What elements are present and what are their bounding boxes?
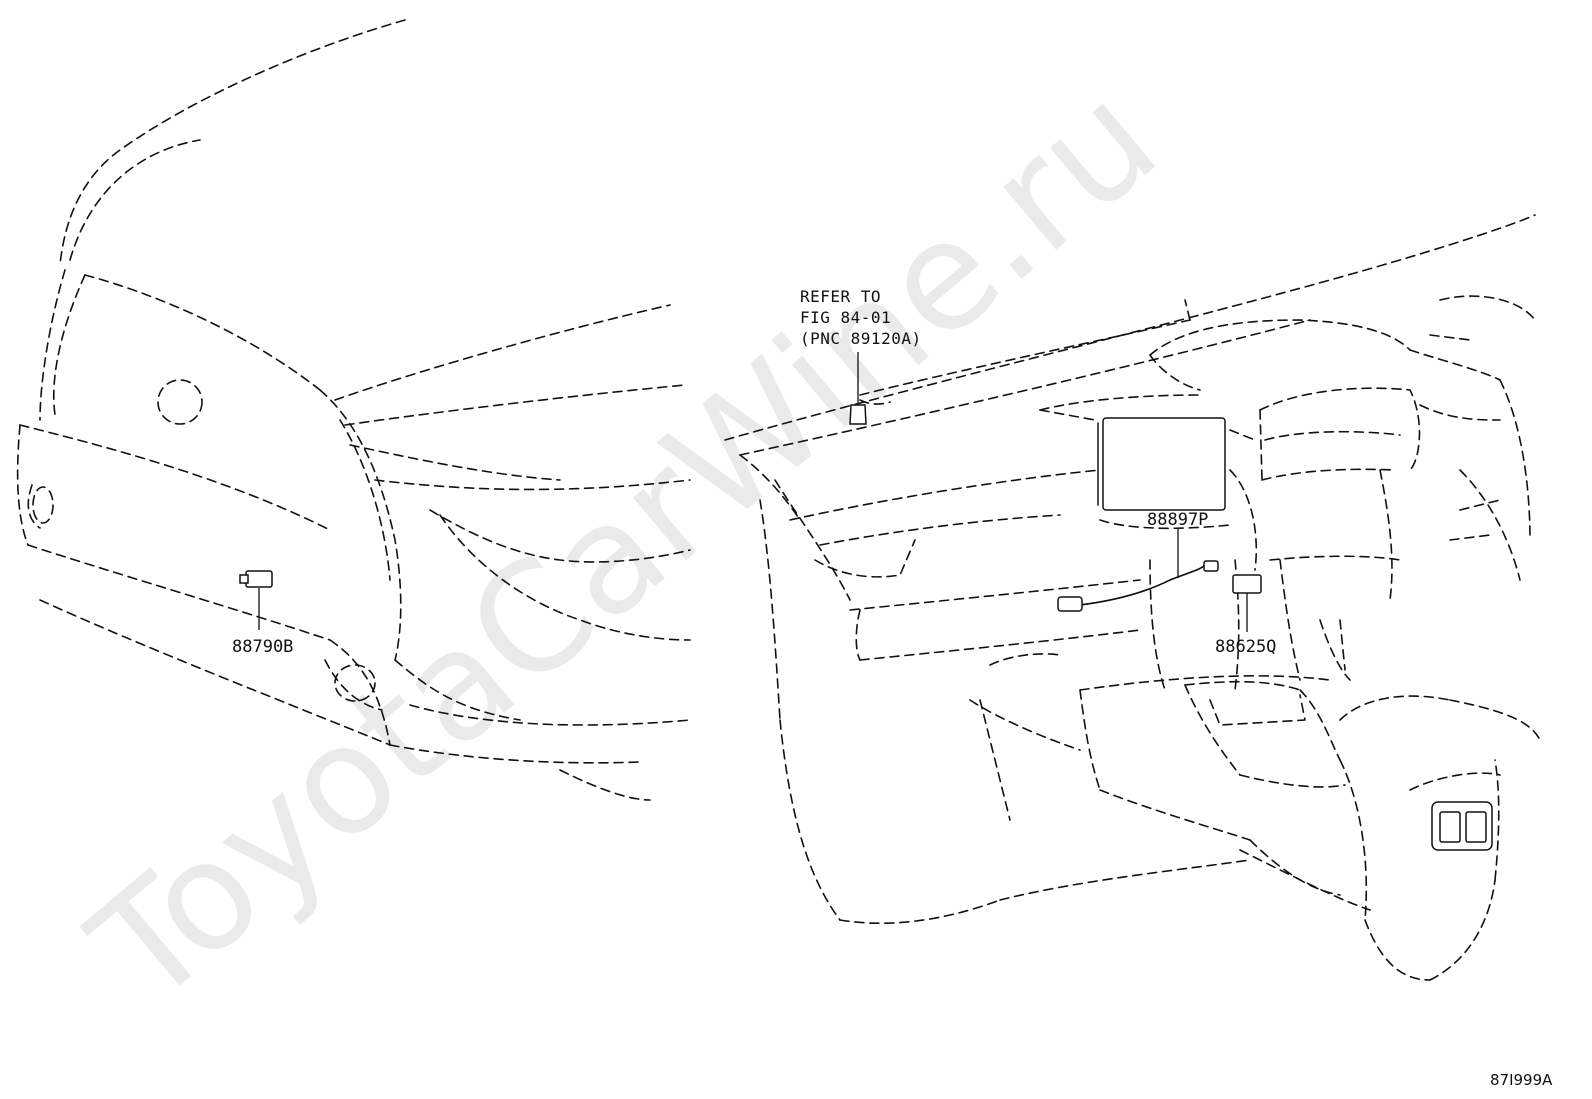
- label-88790B: 88790B: [232, 637, 293, 657]
- figure-code: 87I999A: [1490, 1071, 1553, 1089]
- reference-note-line1: REFER TO: [800, 287, 881, 306]
- cable-part[interactable]: 88897P: [1057, 510, 1219, 612]
- sensor-part[interactable]: 88790B: [232, 570, 293, 657]
- connector-part[interactable]: 88625Q: [1215, 574, 1276, 657]
- front-bumper-drawing: [16, 19, 691, 801]
- label-88625Q: 88625Q: [1215, 637, 1276, 657]
- reference-clip[interactable]: REFER TO FIG 84-01 (PNC 89120A): [800, 287, 922, 425]
- reference-note-line2: FIG 84-01: [800, 308, 891, 327]
- watermark: ToyotaCarWine.ru: [61, 52, 1189, 1038]
- label-88897P: 88897P: [1147, 510, 1208, 530]
- reference-note-line3: (PNC 89120A): [800, 329, 922, 348]
